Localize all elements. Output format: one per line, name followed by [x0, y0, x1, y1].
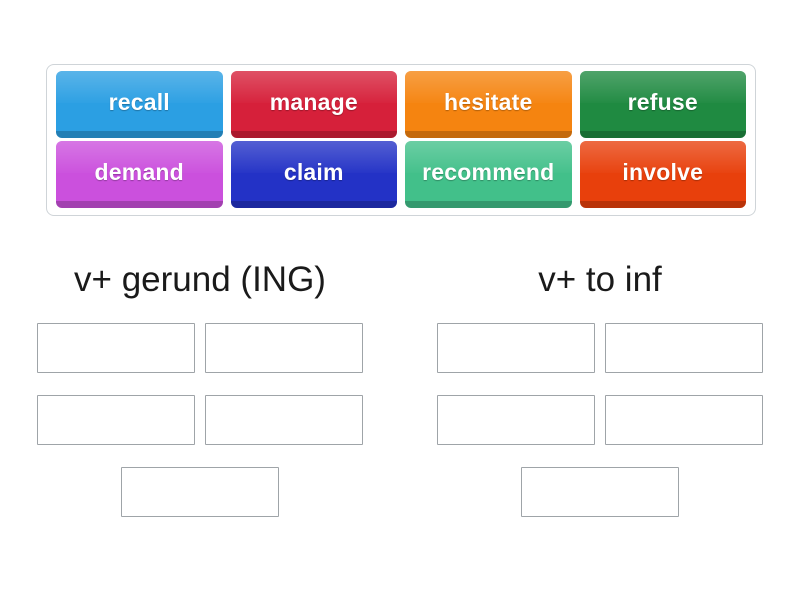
drop-slot[interactable]: [437, 395, 595, 445]
word-tile-recommend[interactable]: recommend: [405, 141, 572, 208]
drop-slot[interactable]: [521, 467, 679, 517]
word-tile-involve[interactable]: involve: [579, 141, 746, 208]
word-tile-label: hesitate: [443, 89, 533, 115]
word-tile-recall[interactable]: recall: [56, 71, 223, 138]
word-tile-manage[interactable]: manage: [230, 71, 397, 138]
drop-slot[interactable]: [37, 395, 195, 445]
drop-slot[interactable]: [121, 467, 279, 517]
word-tile-row: demand claim recommend involve: [52, 141, 750, 208]
word-tile-row: recall manage hesitate refuse: [52, 71, 750, 138]
drop-slot[interactable]: [437, 323, 595, 373]
word-tile-claim[interactable]: claim: [230, 141, 397, 208]
drop-slot-grid: [0, 323, 400, 517]
category-column-1: v+ gerund (ING): [0, 248, 400, 517]
word-bank-panel: recall manage hesitate refuse demand claim rec…: [46, 64, 756, 216]
word-tile-label: refuse: [627, 89, 698, 115]
word-tile-demand[interactable]: demand: [56, 141, 223, 208]
category-columns: v+ gerund (ING) v+ to inf: [0, 248, 800, 517]
word-tile-label: involve: [622, 159, 704, 185]
word-tile-label: demand: [94, 159, 184, 185]
category-title: v+ gerund (ING): [74, 260, 326, 299]
drop-slot[interactable]: [605, 395, 763, 445]
drop-slot[interactable]: [205, 395, 363, 445]
word-tile-label: claim: [283, 159, 344, 185]
drop-slot[interactable]: [37, 323, 195, 373]
word-tile-label: recommend: [422, 159, 555, 185]
drop-slot[interactable]: [605, 323, 763, 373]
word-tile-hesitate[interactable]: hesitate: [405, 71, 572, 138]
category-title: v+ to inf: [538, 260, 662, 299]
drop-slot[interactable]: [205, 323, 363, 373]
category-column-2: v+ to inf: [400, 248, 800, 517]
drop-slot-grid: [400, 323, 800, 517]
word-tile-refuse[interactable]: refuse: [579, 71, 746, 138]
word-tile-label: recall: [108, 89, 170, 115]
word-tile-label: manage: [269, 89, 358, 115]
